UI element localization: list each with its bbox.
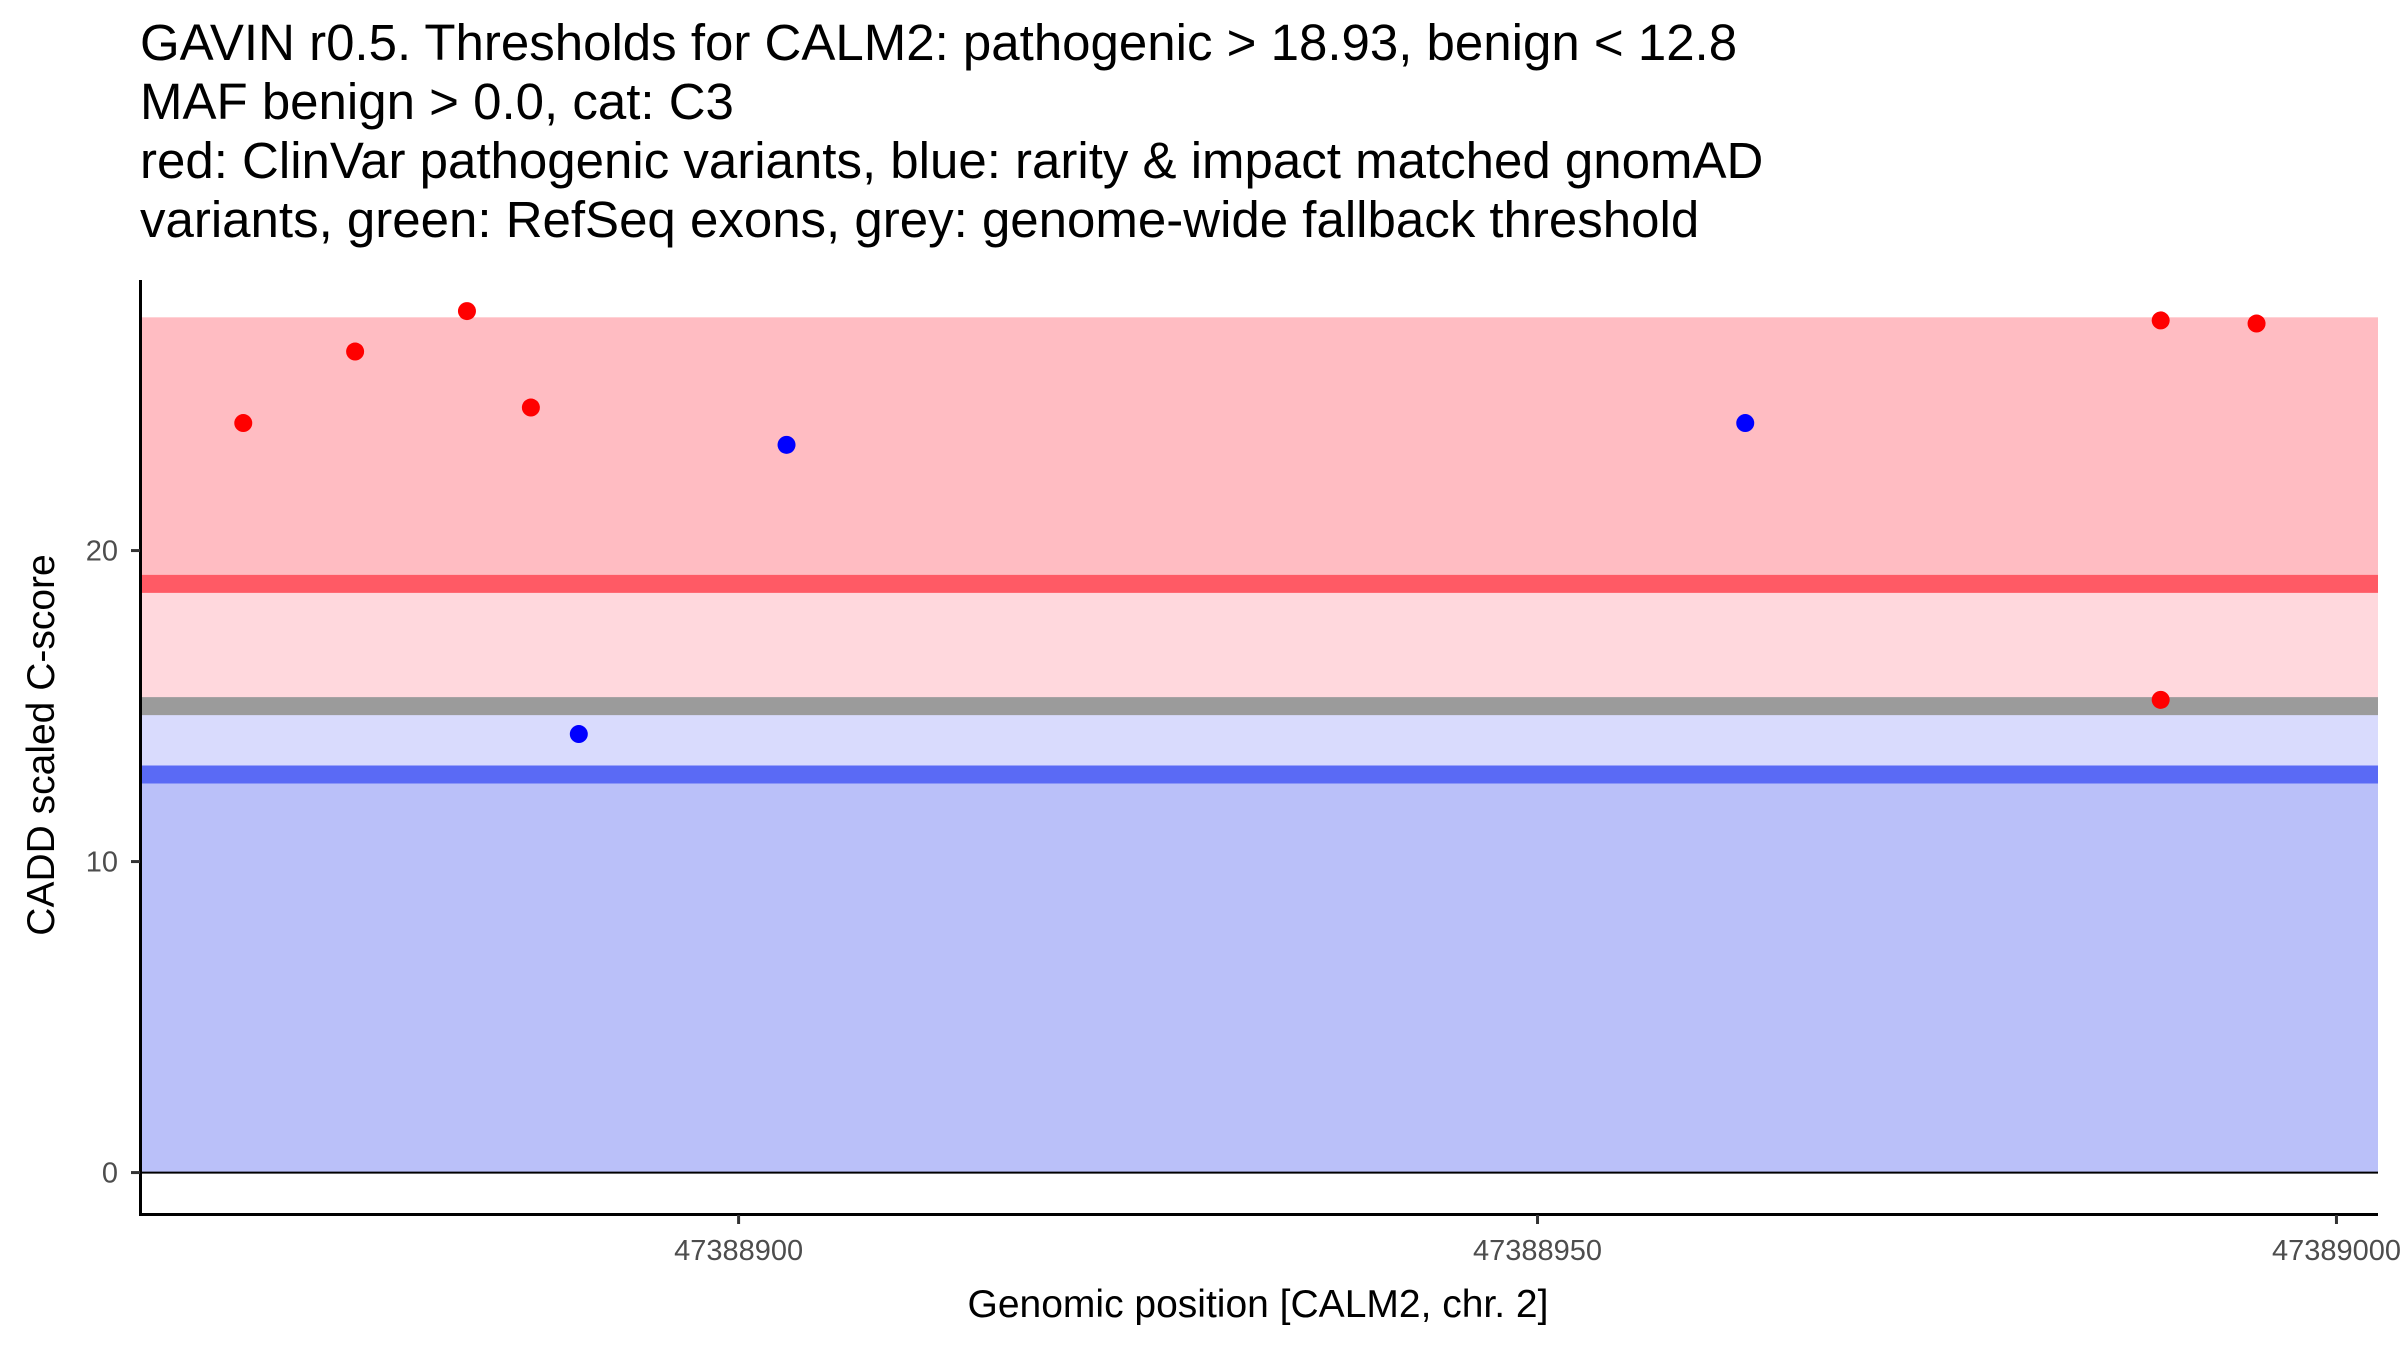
title-line-3: red: ClinVar pathogenic variants, blue: … — [140, 132, 1763, 189]
y-tick-label: 0 — [102, 1158, 118, 1190]
x-tick-label: 47388900 — [674, 1235, 803, 1267]
axes: 0 10 20 47388900 47388950 47389000 — [86, 280, 2400, 1267]
clinvar-pathogenic-point — [2247, 314, 2266, 333]
title-line-1: GAVIN r0.5. Thresholds for CALM2: pathog… — [140, 14, 1737, 71]
title-line-4: variants, green: RefSeq exons, grey: gen… — [140, 191, 1699, 248]
data-points — [234, 302, 2266, 744]
gnomad-matched-point — [777, 435, 796, 454]
y-tick-label: 10 — [86, 847, 118, 879]
y-axis-ticks: 0 10 20 — [86, 536, 140, 1190]
intermediate-pathogenic-region — [141, 583, 2378, 707]
x-axis-title: Genomic position [CALM2, chr. 2] — [968, 1283, 1549, 1326]
clinvar-pathogenic-point — [234, 414, 253, 433]
x-axis-ticks: 47388900 47388950 47389000 — [674, 1215, 2400, 1267]
x-tick-label: 47388950 — [1473, 1235, 1602, 1267]
x-tick-label: 47389000 — [2272, 1235, 2400, 1267]
intermediate-benign-region — [141, 706, 2378, 775]
y-tick-label: 20 — [86, 536, 118, 568]
benign-region — [141, 774, 2378, 1173]
clinvar-pathogenic-point — [2151, 311, 2170, 330]
gnomad-matched-point — [569, 725, 588, 744]
clinvar-pathogenic-point — [457, 302, 476, 321]
title-line-2: MAF benign > 0.0, cat: C3 — [140, 73, 734, 130]
pathogenic-region — [141, 317, 2378, 584]
gnomad-matched-point — [1736, 414, 1755, 433]
threshold-regions — [141, 317, 2378, 1173]
clinvar-pathogenic-point — [2151, 690, 2170, 709]
clinvar-pathogenic-point — [346, 342, 365, 361]
plot-panel — [141, 302, 2378, 1174]
threshold-lines — [141, 574, 2378, 784]
chart-title: GAVIN r0.5. Thresholds for CALM2: pathog… — [140, 14, 1763, 248]
y-axis-title: CADD scaled C-score — [20, 554, 63, 935]
clinvar-pathogenic-point — [521, 398, 540, 417]
